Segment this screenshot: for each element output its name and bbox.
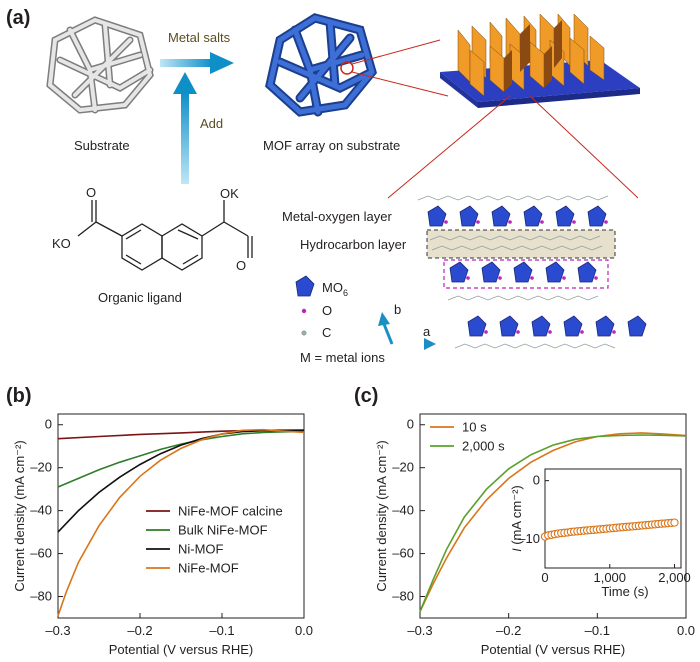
metal-ions-definition: M = metal ions: [300, 350, 385, 365]
organic-ligand-label: Organic ligand: [98, 290, 182, 305]
inset-y-axis-unit: (mA cm⁻²): [509, 485, 524, 548]
y-tick-label: 0: [407, 417, 414, 432]
inset-y-tick-label: –10: [518, 531, 540, 546]
panel-a: (a) Substrate: [6, 7, 647, 365]
legend-label: Bulk NiFe-MOF: [178, 523, 268, 538]
lattice-axes: a b: [378, 302, 436, 350]
y-axis-label: Current density (mA cm⁻²): [12, 440, 27, 591]
metal-oxygen-layer-label: Metal-oxygen layer: [282, 209, 392, 224]
y-tick-label: –60: [30, 546, 52, 561]
legend-label: NiFe-MOF calcine: [178, 504, 283, 519]
substrate-label: Substrate: [74, 138, 130, 153]
inset-point: [670, 518, 679, 527]
x-tick-label: –0.2: [127, 623, 152, 638]
panel-b: (b) –0.3 –0.2 –0.1 0.0 0 –20 –40 –60 –80Potentia…: [6, 385, 313, 657]
axis-b-label: b: [394, 302, 401, 317]
mo6-symbol: [295, 275, 315, 297]
inset-x-tick-label: 0: [541, 570, 548, 585]
panel-c: (c) –0.3 –0.2 –0.1 0.0 0 –20 –40 –60 –80Potentia…: [354, 385, 695, 657]
x-tick-label: 0.0: [677, 623, 695, 638]
o-atom-symbol: [301, 308, 307, 314]
o-atom-label: O: [322, 303, 332, 318]
plot-frame: [57, 413, 305, 619]
legend-label: 10 s: [462, 420, 487, 435]
axis-a-label: a: [423, 324, 431, 339]
structure-legend: MO6 O C M = metal ions: [295, 275, 385, 365]
inset-x-tick-label: 1,000: [593, 570, 626, 585]
inset-x-tick-label: 2,000: [658, 570, 691, 585]
add-arrow: [173, 72, 197, 184]
x-tick-label: –0.1: [209, 623, 234, 638]
inset-frame: [544, 468, 682, 569]
zoom-lines-bottom: [387, 95, 639, 199]
y-tick-label: –20: [392, 460, 414, 475]
crystal-structure: [417, 195, 647, 349]
mo6-label: MO6: [322, 280, 348, 298]
y-tick-label: –80: [30, 589, 52, 604]
x-tick-label: 0.0: [295, 623, 313, 638]
y-axis-label: Current density (mA cm⁻²): [374, 440, 389, 591]
ligand-ko-label: KO: [52, 236, 71, 251]
plot-frame: [419, 413, 687, 619]
series-line-bulk-nife-mof: [57, 430, 305, 488]
c-atom-label: C: [322, 325, 331, 340]
y-tick-label: –80: [392, 589, 414, 604]
x-tick-label: –0.3: [45, 623, 70, 638]
x-axis-label: Potential (V versus RHE): [481, 642, 626, 657]
mof-illustration: [265, 13, 377, 117]
organic-ligand-structure: [77, 200, 253, 271]
x-tick-label: –0.1: [585, 623, 610, 638]
mof-plate-illustration: [440, 13, 640, 108]
inset-y-tick-label: 0: [533, 473, 540, 488]
ligand-o-bottom: O: [236, 258, 246, 273]
mof-array-label: MOF array on substrate: [263, 138, 400, 153]
add-label: Add: [200, 116, 223, 131]
x-tick-label: –0.3: [407, 623, 432, 638]
ligand-ok-label: OK: [220, 186, 239, 201]
series-line-nife-mof: [57, 428, 305, 617]
y-tick-label: –20: [30, 460, 52, 475]
substrate-illustration: [46, 16, 154, 114]
inset-x-axis-label: Time (s): [601, 584, 648, 599]
legend-label: 2,000 s: [462, 439, 505, 454]
x-axis-label: Potential (V versus RHE): [109, 642, 254, 657]
y-tick-label: –40: [392, 503, 414, 518]
series-line-10-s: [419, 432, 687, 612]
metal-salts-arrow: [160, 52, 234, 74]
panel-a-tag: (a): [6, 7, 30, 29]
inset-y-axis-symbol: I: [510, 548, 524, 552]
legend-label: Ni-MOF: [178, 542, 224, 557]
y-tick-label: –40: [30, 503, 52, 518]
panel-c-tag: (c): [354, 385, 378, 407]
zoom-lines-top: [351, 39, 449, 97]
x-tick-label: –0.2: [496, 623, 521, 638]
y-tick-label: 0: [45, 417, 52, 432]
legend-label: NiFe-MOF: [178, 561, 239, 576]
series-line-ni-mof: [57, 429, 305, 533]
inset-y-axis-label: I (mA cm⁻²): [509, 485, 524, 552]
series-line-2-000-s: [419, 434, 687, 612]
metal-salts-label: Metal salts: [168, 30, 231, 45]
c-atom-symbol: [301, 330, 307, 336]
hydrocarbon-layer-label: Hydrocarbon layer: [300, 237, 407, 252]
panel-b-tag: (b): [6, 385, 32, 407]
ligand-o-top: O: [86, 185, 96, 200]
y-tick-label: –60: [392, 546, 414, 561]
